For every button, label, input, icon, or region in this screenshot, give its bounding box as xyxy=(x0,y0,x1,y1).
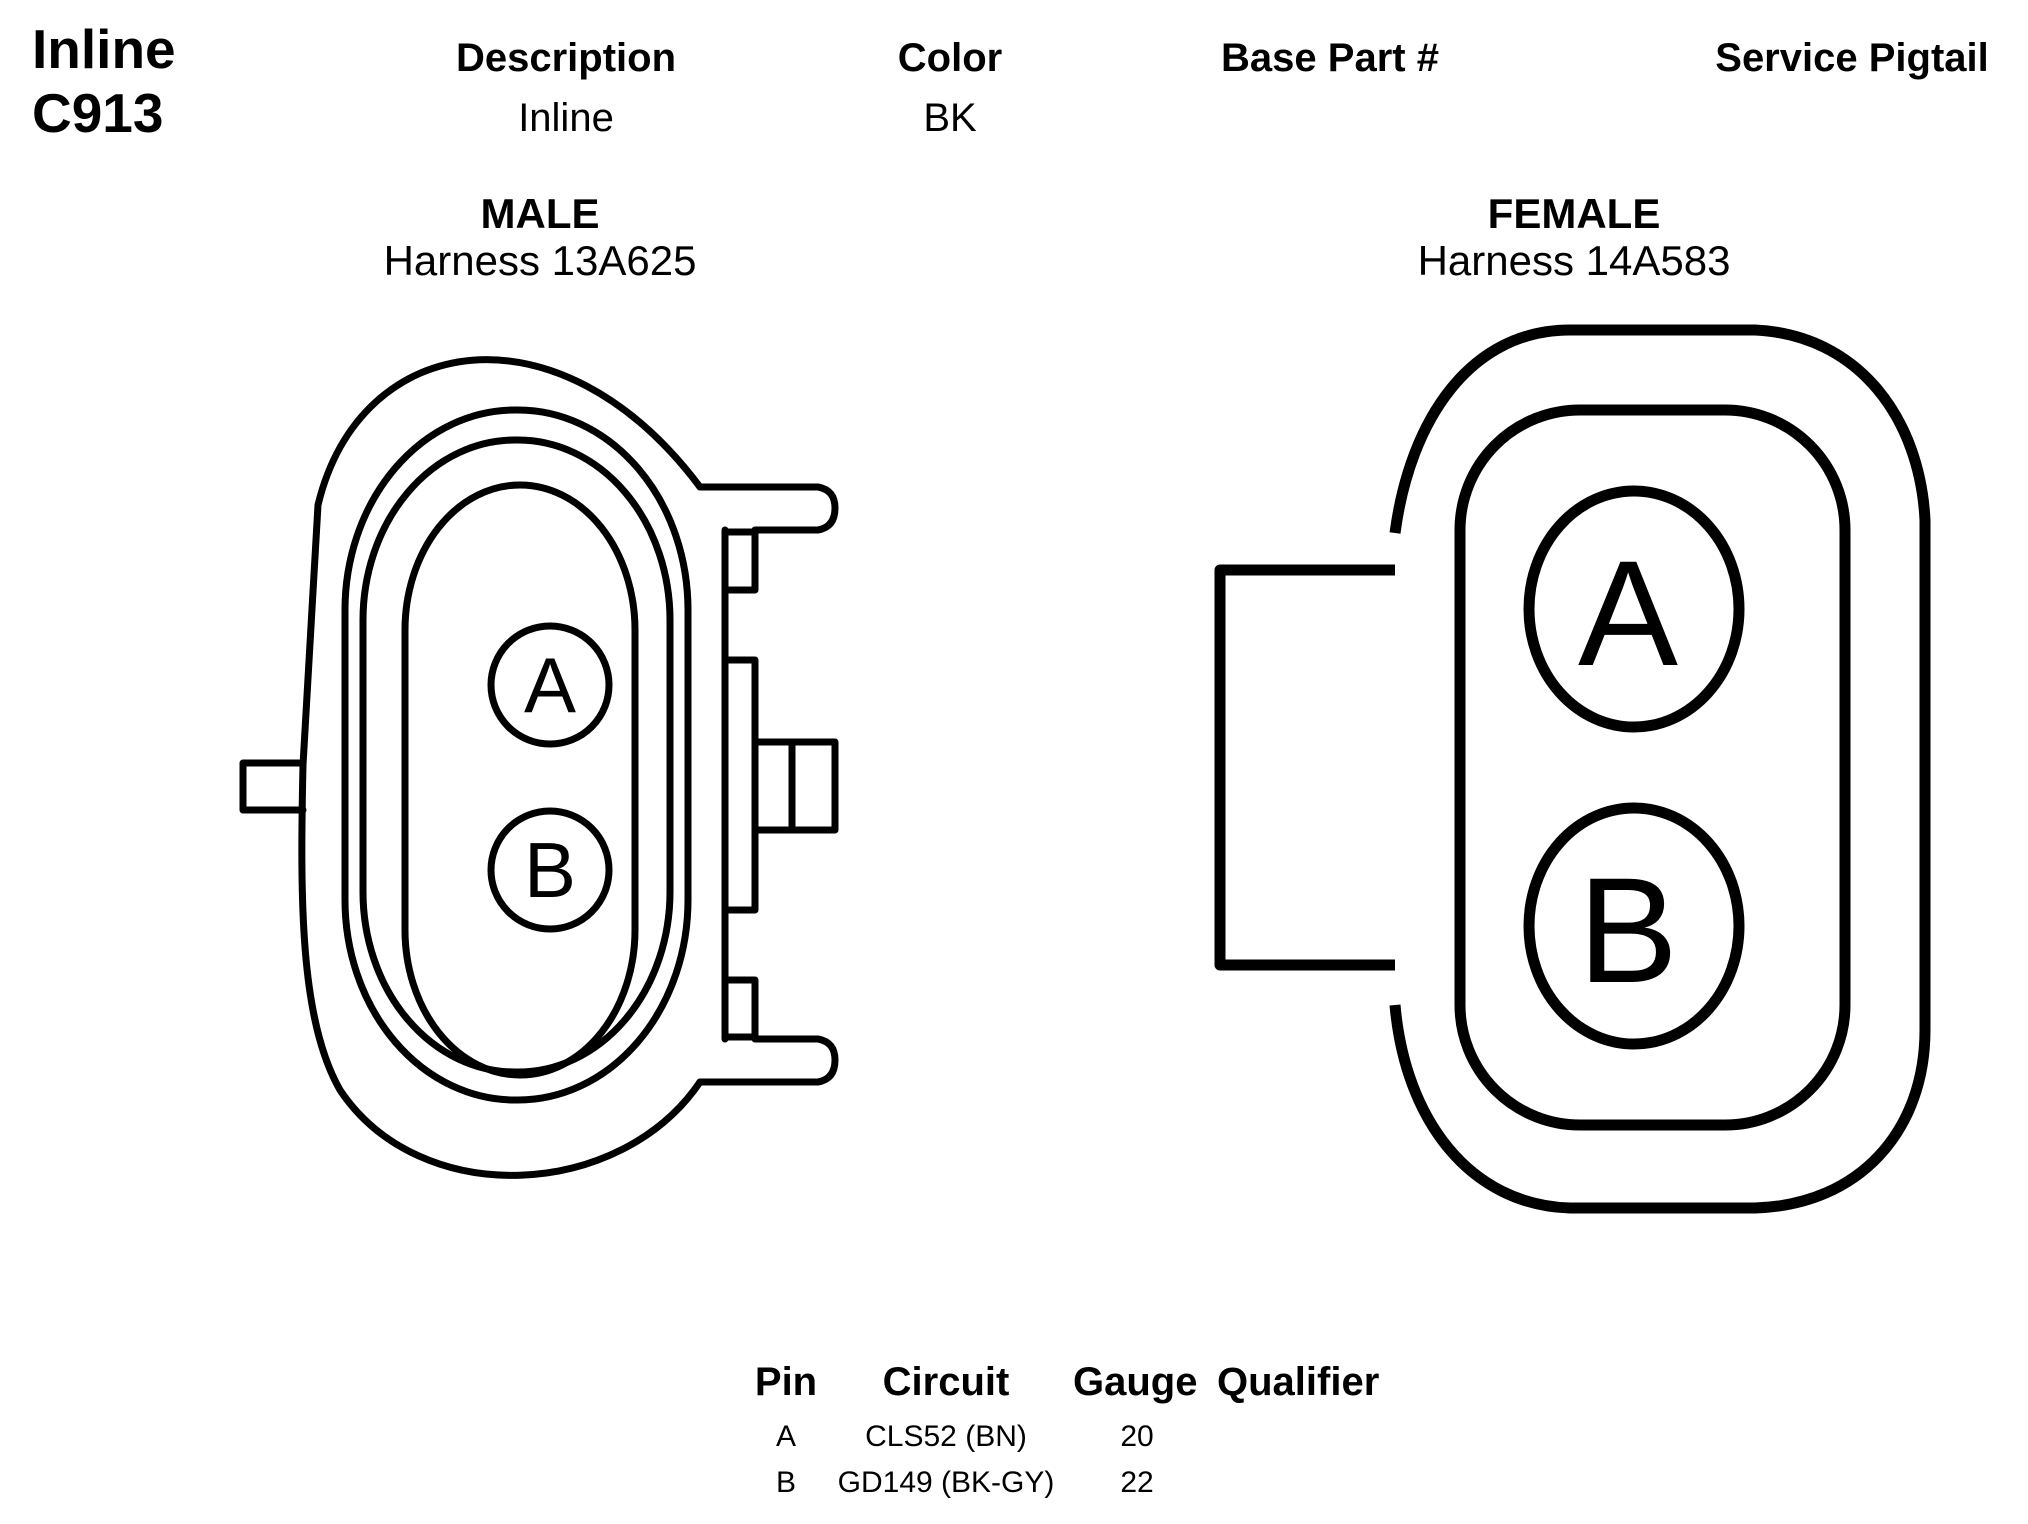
connector-type: Inline xyxy=(32,18,176,80)
male-pin-a-circle xyxy=(487,622,613,748)
pin-table-header-gauge: Gauge xyxy=(1073,1360,1198,1404)
male-title: MALE xyxy=(480,190,600,237)
female-pin-a-label: A xyxy=(1578,529,1678,697)
male-seal-outer xyxy=(341,406,692,1104)
pin-table-row-a-gauge: 20 xyxy=(1120,1420,1154,1453)
pin-table-row-b-pin: B xyxy=(775,1466,797,1499)
male-latch-notch-bottom xyxy=(721,976,759,1041)
female-pin-b-circle xyxy=(1523,802,1745,1050)
male-latch-notch-mid xyxy=(721,656,759,914)
pin-table-row-b-gauge: 22 xyxy=(1120,1466,1154,1499)
pin-table-header-circuit: Circuit xyxy=(882,1360,1010,1404)
female-title: FEMALE xyxy=(1487,190,1661,237)
female-left-key xyxy=(1214,564,1395,971)
male-pin-cavity xyxy=(401,481,639,1079)
base-part-label: Base Part # xyxy=(1221,36,1439,80)
male-lock-block xyxy=(751,738,839,834)
pin-table-row-a-pin: A xyxy=(775,1420,797,1453)
male-latch-notch-top xyxy=(721,528,759,594)
service-pigtail-label: Service Pigtail xyxy=(1715,36,1989,80)
description-value: Inline xyxy=(518,96,614,140)
color-value: BK xyxy=(923,96,977,140)
pin-table-row-a-circuit: CLS52 (BN) xyxy=(865,1420,1027,1453)
female-connector xyxy=(1214,324,1931,1214)
female-inner-housing xyxy=(1454,404,1851,1131)
male-pin-b-label: B xyxy=(524,826,576,914)
male-bottom-latch xyxy=(696,1035,839,1086)
description-label: Description xyxy=(455,36,677,80)
male-top-latch xyxy=(696,483,839,534)
connector-id: C913 xyxy=(32,82,164,144)
male-harness: Harness 13A625 xyxy=(383,237,697,284)
male-connector xyxy=(239,356,839,1179)
female-outer-shell xyxy=(1389,324,1931,1214)
male-left-key xyxy=(239,759,307,814)
pin-table-header-pin: Pin xyxy=(754,1360,818,1404)
color-label: Color xyxy=(897,36,1003,80)
pin-table-row-b-circuit: GD149 (BK-GY) xyxy=(837,1466,1055,1499)
female-pin-b-label: B xyxy=(1578,846,1678,1014)
male-pin-b-circle xyxy=(487,807,613,933)
female-harness: Harness 14A583 xyxy=(1417,237,1731,284)
pin-table-header-qualifier: Qualifier xyxy=(1217,1360,1380,1404)
female-pin-a-circle xyxy=(1523,485,1745,733)
male-pin-a-label: A xyxy=(524,641,576,729)
male-outer-shell xyxy=(298,356,704,1179)
